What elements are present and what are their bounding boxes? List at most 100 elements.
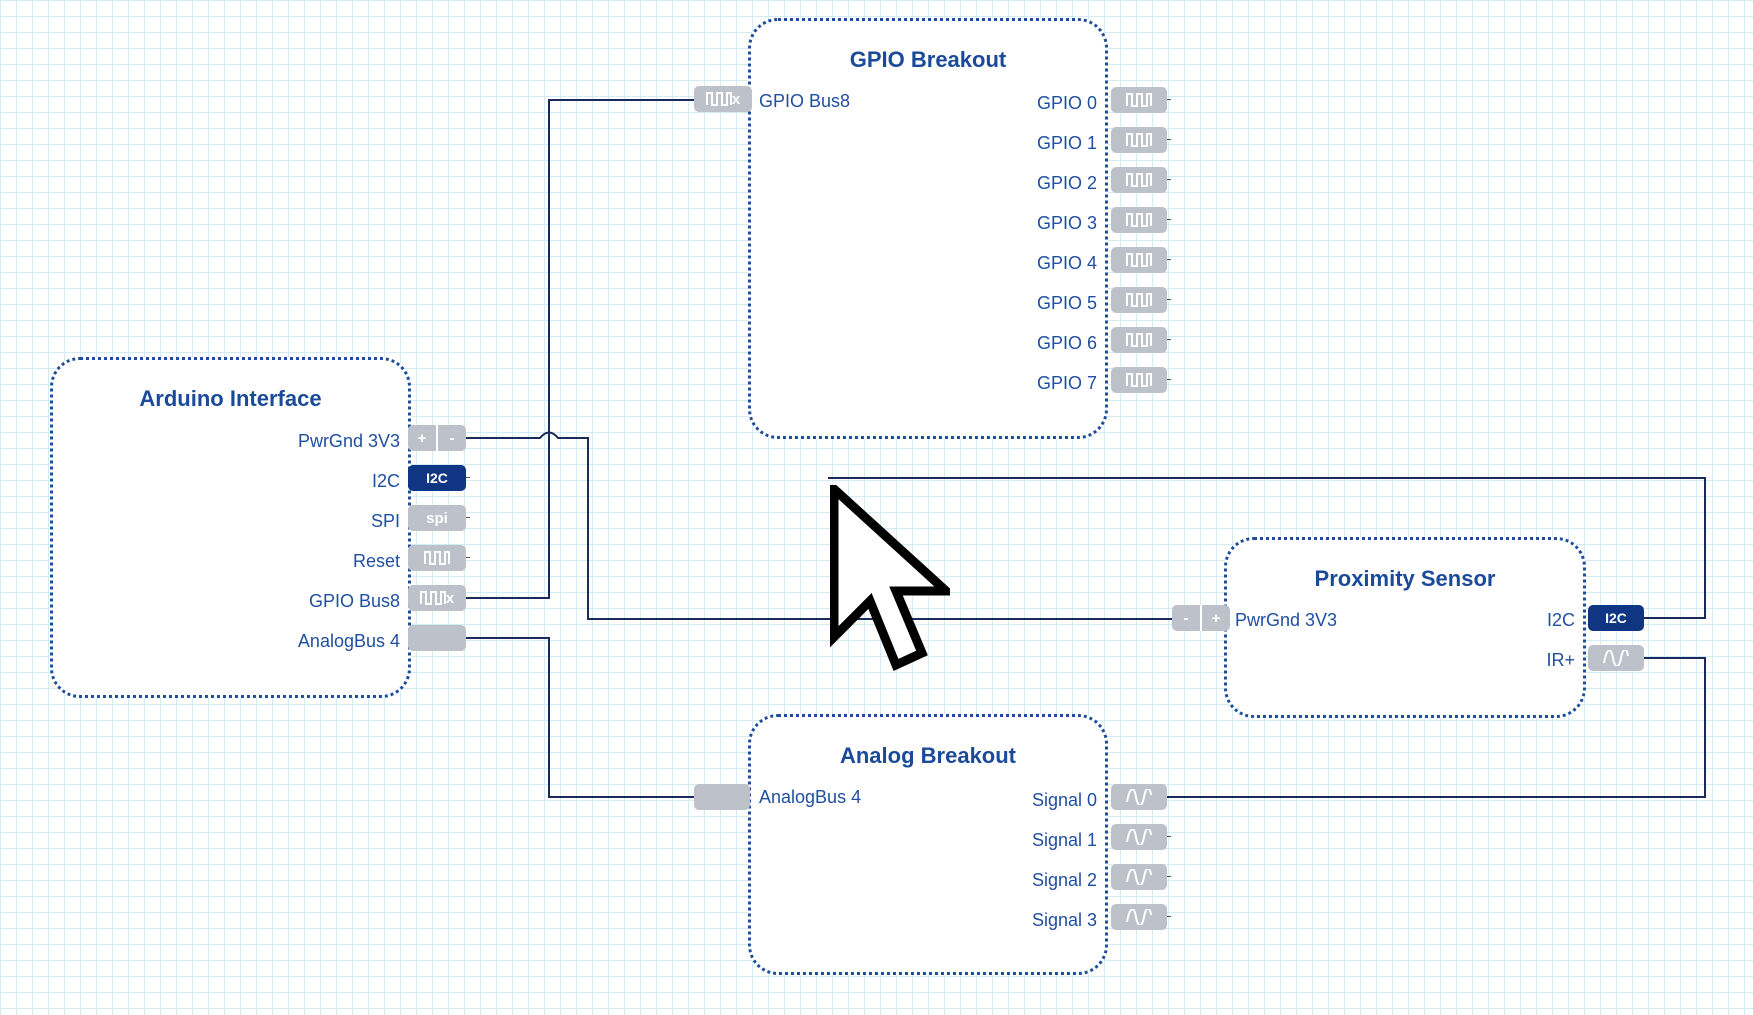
port-label-gpio-5: GPIO 5 [1036, 293, 1097, 313]
signal-1-output-port[interactable] [1111, 824, 1171, 850]
port-label-arduino-1: I2C [371, 471, 400, 491]
port-label-gpio-3: GPIO 3 [1036, 213, 1097, 233]
block-title: Proximity Sensor [1314, 566, 1496, 591]
gpio-4-output-port[interactable] [1111, 247, 1171, 273]
prox-i2c-port[interactable]: I2C [1588, 605, 1644, 631]
prox-irplus-port[interactable] [1588, 645, 1644, 671]
analogbus-4-port[interactable] [408, 625, 466, 651]
port-label-arduino-3: Reset [352, 551, 400, 571]
arduino-gpio-bus8-port[interactable]: x [408, 585, 466, 611]
bus-x-label: x [731, 90, 741, 108]
port-stub [1167, 219, 1171, 220]
square-wave-icon [424, 551, 450, 565]
gpio-7-output-port[interactable] [1111, 367, 1171, 393]
plus-terminal: + [408, 425, 436, 451]
port-stub [466, 517, 470, 518]
minus-label: - [1183, 609, 1189, 627]
wire-analogbus [464, 637, 695, 798]
gpio-breakout-block[interactable]: GPIO Breakout GPIO Bus8 GPIO 0 GPIO 1 GPIO… [748, 18, 1108, 439]
square-wave-icon [1126, 173, 1152, 187]
square-wave-icon [1126, 213, 1152, 227]
square-wave-icon [1126, 253, 1152, 267]
port-stub [1167, 179, 1171, 180]
square-wave-icon [1126, 373, 1152, 387]
port-label-analogbus: AnalogBus 4 [759, 787, 862, 807]
port-label-gpio-4: GPIO 4 [1036, 253, 1097, 273]
wire-i2c [828, 477, 1706, 619]
wire-gpiobus [464, 99, 695, 599]
port-stub [1167, 379, 1171, 380]
port-stub [1167, 99, 1171, 100]
gpio-6-output-port[interactable] [1111, 327, 1171, 353]
port-label-arduino-2: SPI [370, 511, 400, 531]
analog-breakout-block[interactable]: Analog Breakout AnalogBus 4 Signal 0 Sign… [748, 714, 1108, 975]
plus-label: + [417, 429, 427, 447]
prox-i2c-label: I2C [1605, 610, 1627, 626]
port-stub [1167, 916, 1171, 917]
spi-port[interactable]: spi [408, 505, 470, 531]
bus-x-label: x [445, 589, 455, 607]
block-title: Arduino Interface [139, 386, 322, 411]
spi-port-label: spi [426, 509, 448, 527]
sine-wave-icon [1126, 909, 1152, 925]
plus-terminal: + [1202, 605, 1230, 631]
square-wave-icon [1126, 333, 1152, 347]
sine-wave-icon [1603, 650, 1629, 666]
gpio-1-output-port[interactable] [1111, 127, 1171, 153]
block-title: GPIO Breakout [849, 47, 1007, 72]
square-wave-icon [705, 92, 732, 106]
port-stub [1167, 259, 1171, 260]
proximity-sensor-block[interactable]: Proximity Sensor PwrGnd 3V3 I2C IR+ [1224, 537, 1586, 718]
gpio-2-output-port[interactable] [1111, 167, 1171, 193]
port-label-signal-1: Signal 1 [1031, 830, 1097, 850]
i2c-port-label: I2C [426, 470, 448, 486]
gpio-bus8-input-port[interactable]: x [694, 86, 752, 112]
port-stub [1167, 836, 1171, 837]
port-label-gpio-0: GPIO 0 [1036, 93, 1097, 113]
port-stub [1167, 139, 1171, 140]
square-wave-icon [1126, 293, 1152, 307]
gpio-5-output-port[interactable] [1111, 287, 1171, 313]
minus-terminal: - [1172, 605, 1200, 631]
port-stub [1167, 339, 1171, 340]
sine-wave-icon [1126, 789, 1152, 805]
gpio-0-output-port[interactable] [1111, 87, 1171, 113]
port-label-gpio-2: GPIO 2 [1036, 173, 1097, 193]
signal-2-output-port[interactable] [1111, 864, 1171, 890]
port-label-gpio-bus8: GPIO Bus8 [759, 91, 851, 111]
port-label-gpio-7: GPIO 7 [1036, 373, 1097, 393]
plus-label: + [1211, 609, 1221, 627]
wire-irplus [1162, 657, 1706, 798]
minus-label: - [449, 429, 455, 447]
sine-wave-icon [1126, 869, 1152, 885]
port-divider [436, 425, 438, 451]
port-label-arduino-4: GPIO Bus8 [308, 591, 400, 611]
sine-wave-icon [1126, 829, 1152, 845]
port-label-irplus: IR+ [1546, 650, 1575, 670]
port-label-arduino-5: AnalogBus 4 [297, 631, 400, 651]
port-label-signal-0: Signal 0 [1031, 790, 1097, 810]
port-stub [466, 477, 470, 478]
port-label-signal-3: Signal 3 [1031, 910, 1097, 930]
signal-3-output-port[interactable] [1111, 904, 1171, 930]
port-label-i2c: I2C [1546, 610, 1575, 630]
port-stub [1167, 299, 1171, 300]
i2c-port[interactable]: I2C [408, 465, 470, 491]
signal-0-output-port[interactable] [1111, 784, 1167, 810]
square-wave-icon [1126, 133, 1152, 147]
gpio-3-output-port[interactable] [1111, 207, 1171, 233]
block-title: Analog Breakout [839, 743, 1017, 768]
port-label-signal-2: Signal 2 [1031, 870, 1097, 890]
port-divider [1200, 605, 1202, 631]
mouse-pointer-icon [830, 485, 950, 672]
port-label-gpio-1: GPIO 1 [1036, 133, 1097, 153]
analogbus-4-input-port[interactable] [694, 784, 750, 810]
wire-pwr-arduino-prox [462, 431, 1172, 620]
pwrgnd-port[interactable]: +- [408, 425, 466, 451]
reset-port[interactable] [408, 545, 470, 571]
port-label-pwrgnd: PwrGnd 3V3 [1235, 610, 1338, 630]
pwrgnd-port[interactable]: -+ [1172, 605, 1230, 631]
